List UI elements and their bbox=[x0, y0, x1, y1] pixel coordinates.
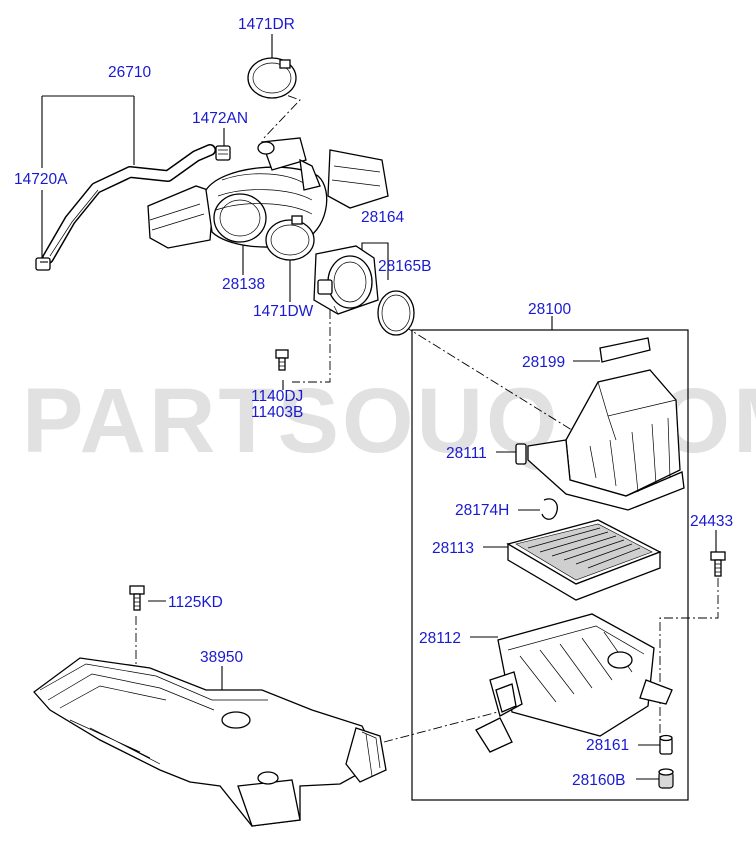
label-11403b[interactable]: 11403B bbox=[251, 404, 303, 421]
bushing-28161 bbox=[659, 734, 673, 755]
clip-14720a bbox=[35, 257, 51, 271]
air-flow-sensor-28164 bbox=[313, 245, 379, 315]
label-28165b[interactable]: 28165B bbox=[378, 258, 431, 275]
clamp-1472an bbox=[215, 145, 231, 161]
label-28138[interactable]: 28138 bbox=[222, 276, 265, 293]
gasket-28165b bbox=[377, 290, 415, 336]
label-28199[interactable]: 28199 bbox=[522, 354, 565, 371]
clip-28174h bbox=[541, 498, 558, 520]
filter-element-28113 bbox=[506, 519, 662, 601]
label-28164[interactable]: 28164 bbox=[361, 209, 404, 226]
air-cleaner-assembly-frame bbox=[411, 329, 689, 801]
label-1140dj[interactable]: 1140DJ bbox=[251, 388, 303, 405]
label-1472an[interactable]: 1472AN bbox=[192, 110, 248, 127]
label-14720a[interactable]: 14720A bbox=[14, 171, 68, 188]
breather-hose-26710 bbox=[42, 144, 216, 264]
assembly-lines bbox=[135, 89, 719, 743]
part-labels: 1471DR 26710 1472AN 14720A 28164 28165B … bbox=[14, 16, 733, 789]
bolt-1140dj bbox=[275, 349, 289, 371]
label-28113[interactable]: 28113 bbox=[432, 540, 474, 557]
air-cleaner-cover-28111 bbox=[515, 369, 685, 511]
clamp-1471dw bbox=[265, 215, 315, 261]
label-26710[interactable]: 26710 bbox=[108, 64, 151, 81]
insulator-28160b bbox=[658, 768, 674, 789]
intake-duct-38950 bbox=[33, 657, 387, 827]
label-28111[interactable]: 28111 bbox=[446, 445, 487, 462]
bolt-24433 bbox=[710, 551, 726, 577]
label-1471dw[interactable]: 1471DW bbox=[253, 303, 314, 320]
label-24433[interactable]: 24433 bbox=[690, 513, 733, 530]
label-1125kd[interactable]: 1125KD bbox=[168, 594, 223, 611]
label-28161[interactable]: 28161 bbox=[586, 737, 629, 754]
label-28100[interactable]: 28100 bbox=[528, 301, 571, 318]
label-28160b[interactable]: 28160B bbox=[572, 772, 625, 789]
bolt-1125kd bbox=[129, 585, 145, 611]
label-1471dr[interactable]: 1471DR bbox=[238, 16, 295, 33]
label-38950[interactable]: 38950 bbox=[200, 649, 243, 666]
label-plate-28199 bbox=[599, 337, 651, 363]
label-28174h[interactable]: 28174H bbox=[455, 502, 509, 519]
air-cleaner-body-28112 bbox=[475, 613, 673, 753]
label-28112[interactable]: 28112 bbox=[419, 630, 461, 647]
clamp-1471dr bbox=[247, 57, 297, 99]
